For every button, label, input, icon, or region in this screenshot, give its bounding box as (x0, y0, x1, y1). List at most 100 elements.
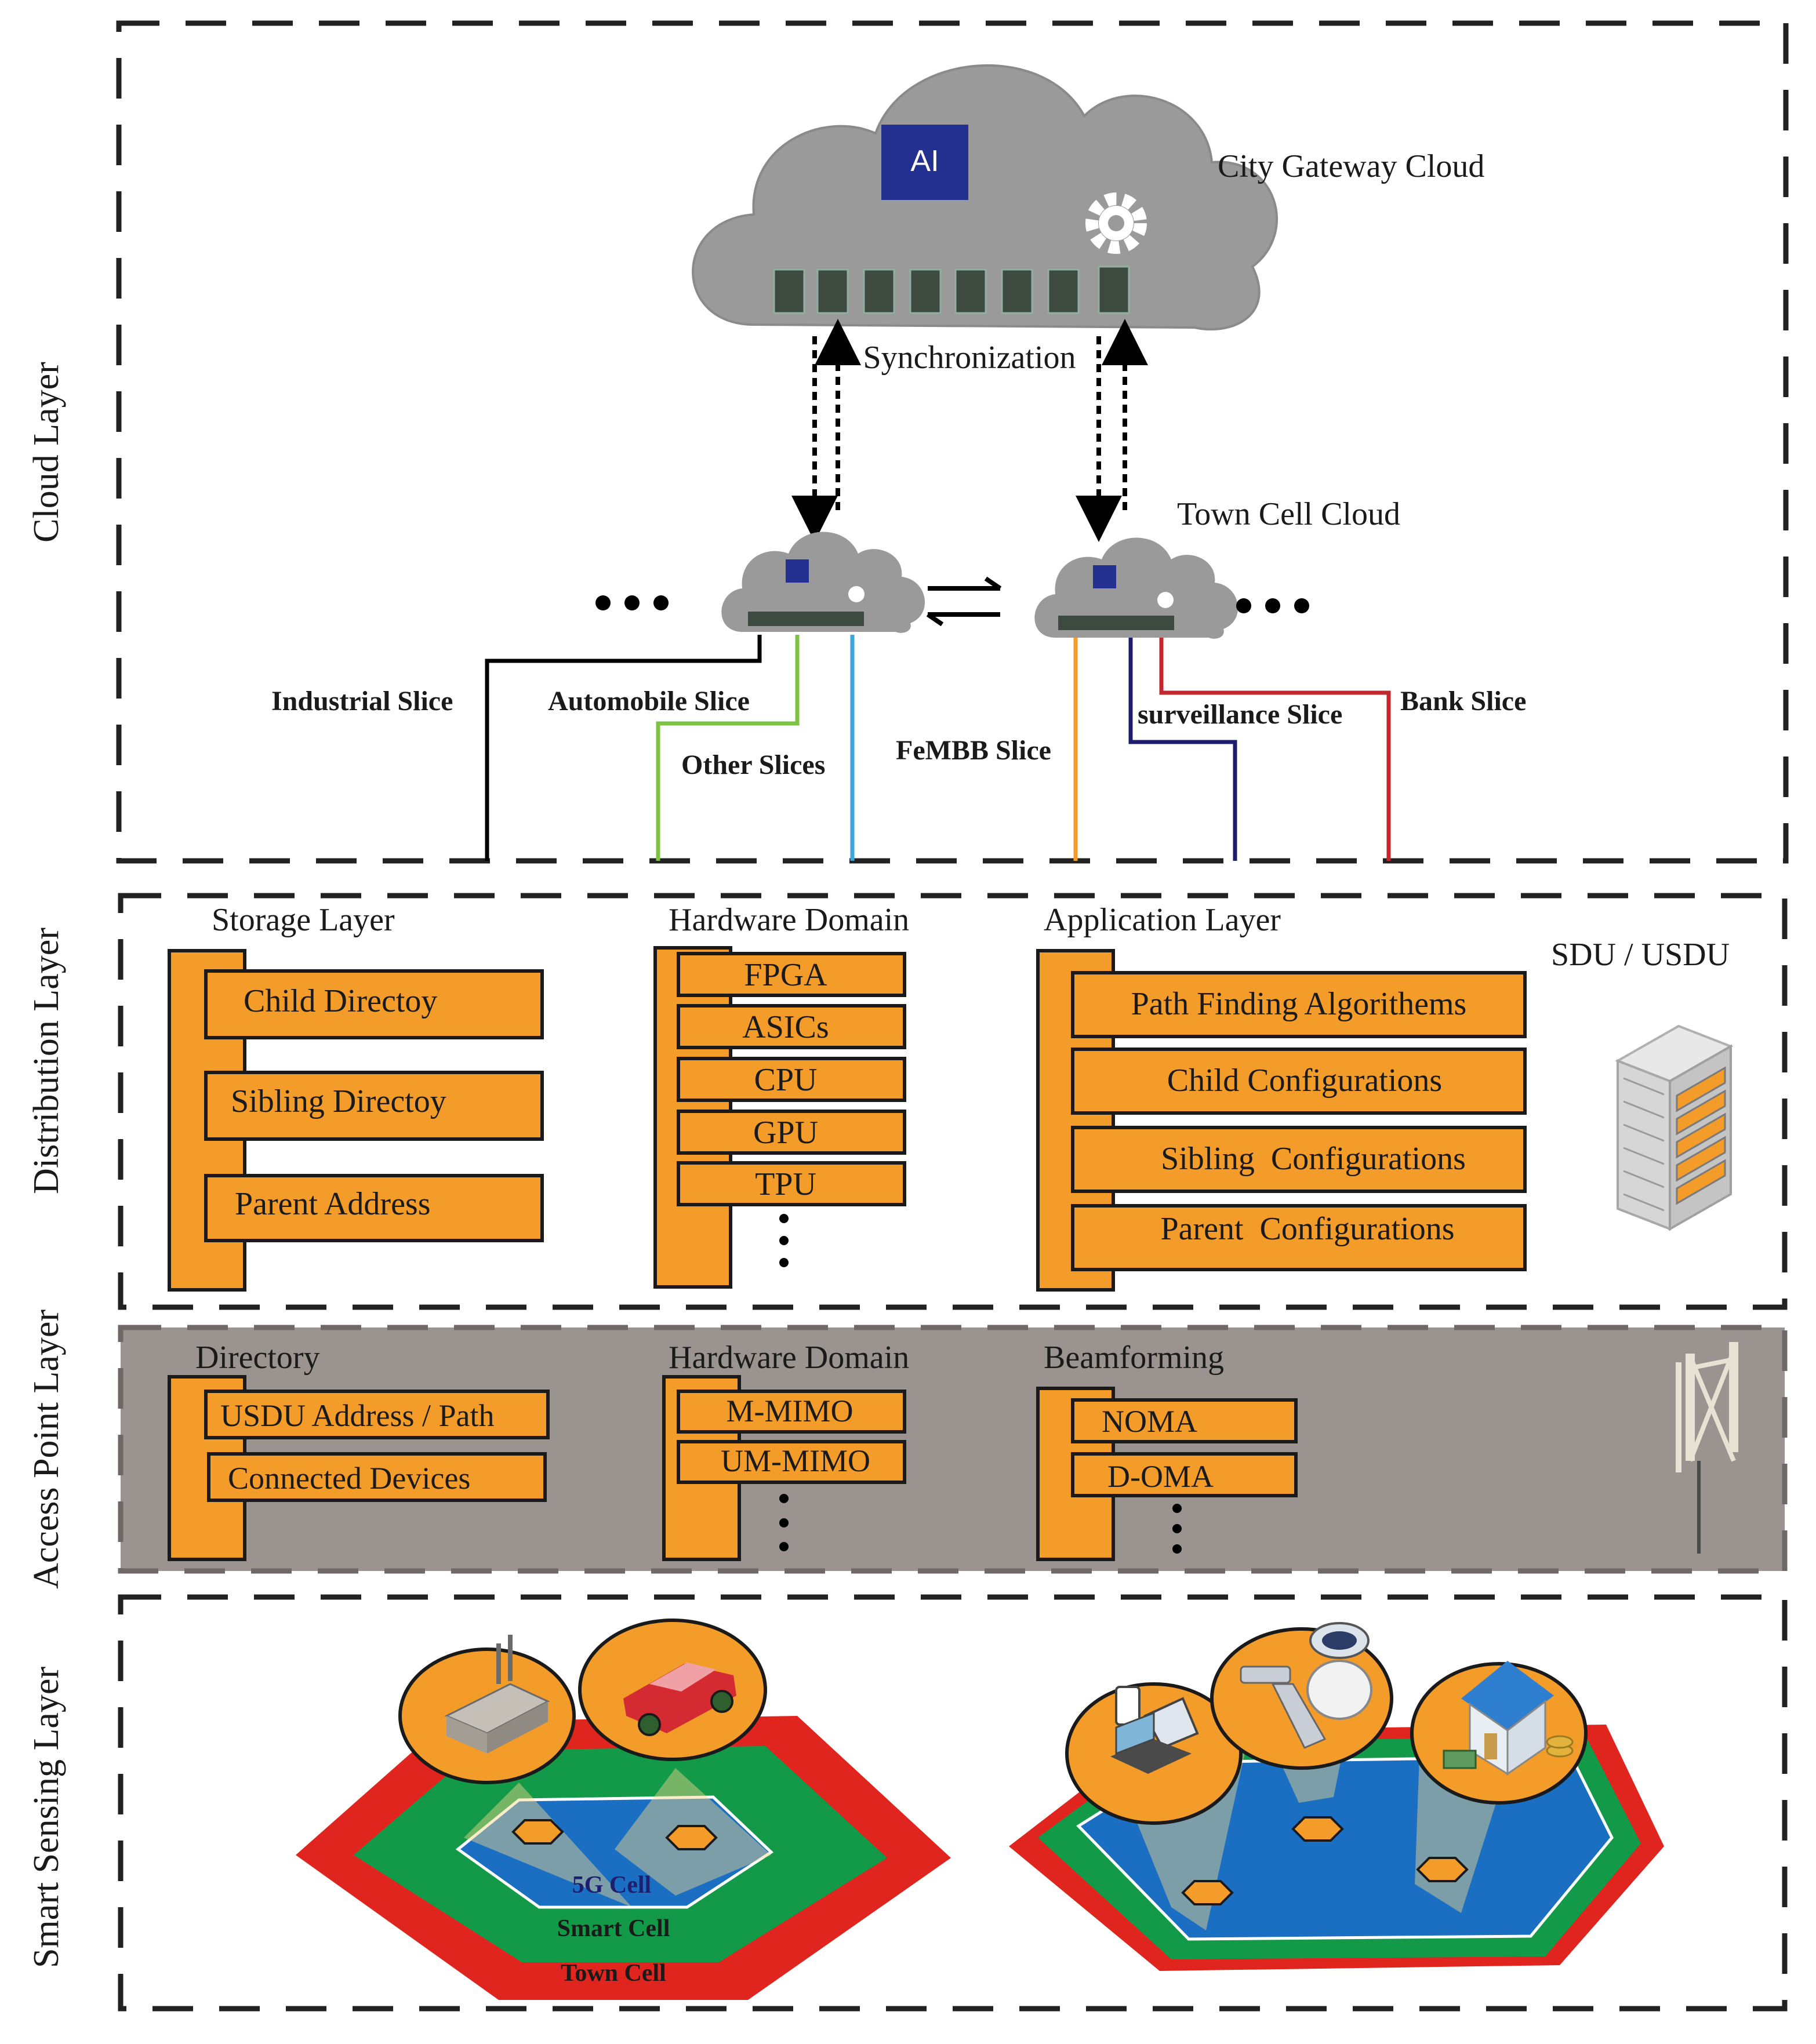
beamforming-more-dots (1172, 1504, 1182, 1554)
directory-item-label: Connected Devices (228, 1461, 470, 1496)
application-item-label: Path Finding Algorithems (1131, 986, 1467, 1022)
application-item-box (1071, 971, 1527, 1038)
ap-hardware-item-box (677, 1440, 906, 1484)
surveillance-slice-label: surveillance Slice (1138, 699, 1342, 730)
hardware-item-label: FPGA (744, 957, 827, 993)
directory-item-box (207, 1452, 547, 1502)
robot-camera-icon (1240, 1622, 1372, 1749)
storage-item-box (204, 1174, 544, 1242)
hardware-item-box (677, 1057, 906, 1102)
sync-arrows-right (1076, 319, 1148, 542)
application-item-label: Parent Configurations (1160, 1211, 1454, 1247)
town-cell-cloud-right (1034, 537, 1238, 639)
directory-item-box (204, 1390, 550, 1439)
hardware-item-label: GPU (753, 1115, 818, 1151)
side-label-smart-sensing-layer: Smart Sensing Layer (27, 1667, 66, 1968)
exchange-arrows-icon (926, 576, 1002, 627)
devices-icon (1110, 1686, 1199, 1774)
synchronization-label: Synchronization (863, 340, 1076, 376)
slice-lines (485, 635, 1391, 861)
storage-layer-title: Storage Layer (212, 902, 395, 938)
application-layer-title: Application Layer (1044, 902, 1281, 938)
hardware-item-box (677, 952, 906, 997)
left-cell-cluster: 5G Cell Smart Cell Town Cell (296, 1619, 951, 2000)
hardware-item-label: TPU (755, 1166, 816, 1202)
storage-item-label: Sibling Directoy (231, 1083, 446, 1119)
city-gateway-cloud: AI (692, 64, 1279, 331)
city-gateway-cloud-label: City Gateway Cloud (1218, 148, 1484, 184)
hardware-item-box (677, 1110, 906, 1155)
sdu-usdu-label: SDU / USDU (1551, 937, 1730, 973)
bank-house-icon (1443, 1661, 1574, 1776)
fiveg-cell-label: 5G Cell (572, 1872, 651, 1898)
beamforming-title: Beamforming (1044, 1340, 1224, 1376)
town-cell-cloud-left (721, 532, 925, 633)
hardware-item-label: ASICs (742, 1009, 829, 1045)
gear-icon (1085, 192, 1147, 254)
application-item-box (1071, 1126, 1527, 1193)
ap-hardware-group: M-MIMO UM-MIMO (662, 1375, 906, 1561)
ap-hardware-more-dots (779, 1494, 789, 1551)
ai-chip-label: AI (910, 144, 939, 178)
ap-hardware-item-label: M-MIMO (726, 1394, 853, 1428)
application-item-box (1071, 1204, 1527, 1271)
server-rack-row (773, 265, 1130, 314)
factory-icon (444, 1635, 550, 1754)
ap-hardware-domain-title: Hardware Domain (669, 1340, 909, 1376)
server-rack-icon (1615, 1024, 1734, 1231)
storage-item-box (204, 969, 544, 1039)
application-item-box (1071, 1048, 1527, 1115)
automobile-slice-label: Automobile Slice (548, 686, 750, 717)
industrial-slice-label: Industrial Slice (271, 686, 453, 717)
hardware-item-box (677, 1004, 906, 1049)
hardware-domain-group: FPGA ASICs CPU GPU TPU (653, 946, 906, 1289)
automobile-slice-line (656, 635, 800, 861)
ap-hardware-item-box (677, 1390, 906, 1434)
smart-cell-label: Smart Cell (557, 1915, 670, 1942)
storage-item-label: Child Directoy (244, 983, 437, 1019)
application-item-label: Child Configurations (1167, 1063, 1442, 1099)
directory-title: Directory (195, 1340, 320, 1376)
directory-group: USDU Address / Path Connected Devices (168, 1375, 550, 1561)
town-cell-label: Town Cell (561, 1960, 666, 1987)
storage-group: Child Directoy Sibling Directoy Parent A… (168, 949, 544, 1292)
cloud-layer-frame (116, 20, 1789, 864)
directory-item-label: USDU Address / Path (220, 1398, 495, 1433)
ai-chip-icon (881, 125, 968, 200)
beamforming-group: NOMA D-OMA (1036, 1387, 1298, 1561)
access-point-layer-band (118, 1325, 1788, 1574)
hardware-item-box (677, 1161, 906, 1206)
cloud-ellipsis-right (1236, 598, 1309, 613)
smart-sensing-layer-frame (118, 1594, 1788, 2012)
beamforming-item-box (1071, 1452, 1298, 1497)
beamforming-item-label: NOMA (1102, 1404, 1197, 1439)
beamforming-item-label: D-OMA (1107, 1459, 1214, 1494)
cell-node-hexagon (665, 1825, 718, 1850)
side-label-access-point-layer: Access Point Layer (27, 1310, 66, 1589)
cloud-ellipsis-left (595, 595, 669, 610)
side-label-cloud-layer: Cloud Layer (27, 362, 66, 543)
side-label-distribution-layer: Distribution Layer (27, 928, 66, 1194)
industrial-slice-line (485, 635, 762, 861)
sync-arrows-left (791, 319, 861, 542)
storage-item-label: Parent Address (235, 1186, 431, 1222)
application-group: Path Finding Algorithems Child Configura… (1036, 949, 1527, 1292)
bank-slice-label: Bank Slice (1400, 686, 1526, 717)
femmb-slice-label: FeMBB Slice (896, 735, 1051, 766)
distribution-layer-frame (118, 893, 1788, 1310)
town-cell-cloud-label: Town Cell Cloud (1177, 496, 1400, 532)
ap-hardware-item-label: UM-MIMO (721, 1443, 870, 1478)
storage-item-box (204, 1071, 544, 1141)
beamforming-item-box (1071, 1398, 1298, 1443)
cell-tower-icon (1676, 1342, 1738, 1554)
cell-node-hexagon (1291, 1816, 1344, 1842)
cell-node-hexagon (511, 1819, 564, 1845)
application-item-label: Sibling Configurations (1161, 1141, 1466, 1177)
surveillance-slice-line (1128, 638, 1237, 861)
cell-node-hexagon (1181, 1880, 1234, 1905)
hardware-domain-title: Hardware Domain (669, 902, 909, 938)
cell-node-hexagon (1416, 1857, 1469, 1882)
car-icon (623, 1663, 736, 1736)
hardware-item-label: CPU (754, 1062, 818, 1098)
